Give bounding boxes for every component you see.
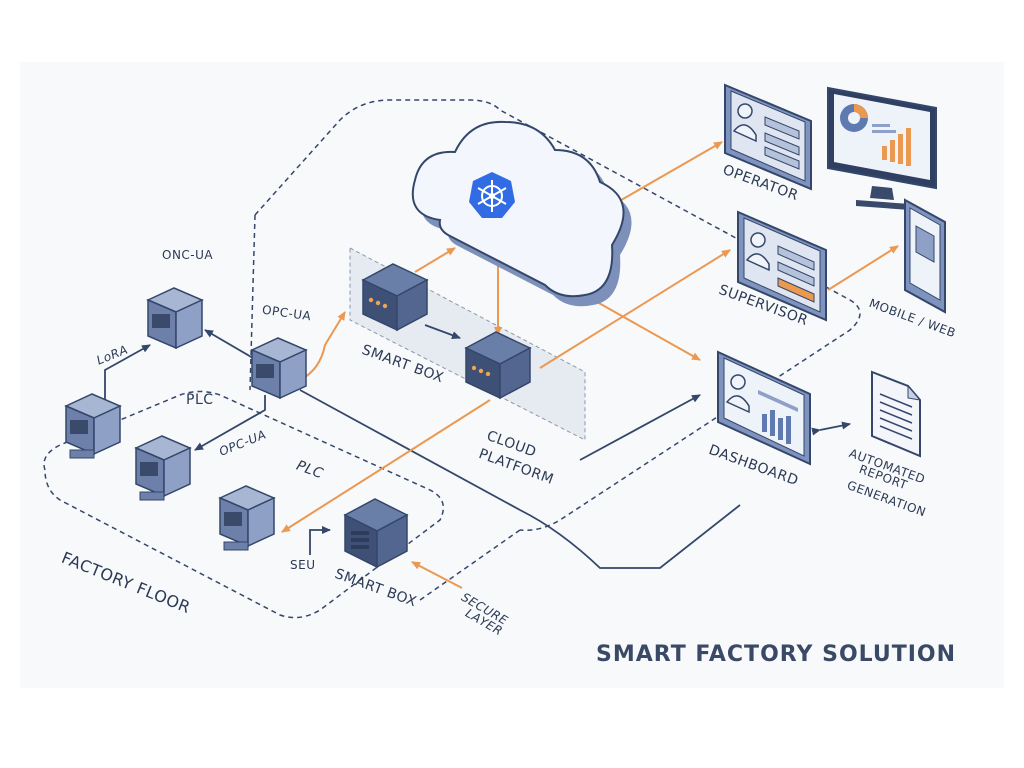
opc-ua-gateway-device[interactable] bbox=[250, 337, 308, 400]
text-line bbox=[872, 130, 896, 133]
mobile-device[interactable] bbox=[904, 198, 946, 314]
label-seu: SEU bbox=[290, 558, 316, 572]
bar-chart-icon bbox=[882, 146, 887, 160]
supervisor-console[interactable] bbox=[737, 210, 827, 322]
bar-chart-icon bbox=[898, 134, 903, 164]
orange-cloud-dashboard bbox=[589, 297, 701, 361]
panel-form-field bbox=[764, 116, 800, 140]
device-screen bbox=[152, 314, 170, 328]
line-to-dashboard bbox=[579, 394, 701, 461]
person-icon bbox=[750, 232, 766, 248]
status-led bbox=[368, 297, 374, 303]
monitor-base bbox=[856, 200, 910, 210]
network-boundary-bottom-dashed bbox=[419, 529, 521, 601]
person-icon-body bbox=[745, 253, 770, 272]
device-base bbox=[223, 541, 249, 551]
factory-floor-zone bbox=[43, 390, 445, 619]
status-led bbox=[471, 365, 477, 371]
bar-chart-icon bbox=[770, 410, 775, 436]
smart-box-right-face bbox=[396, 278, 428, 332]
line-to-plc bbox=[194, 395, 266, 451]
person-icon bbox=[737, 103, 753, 119]
panel-alert-field bbox=[777, 277, 815, 303]
pie-hole bbox=[848, 112, 860, 124]
device-right-face bbox=[247, 496, 275, 548]
orange-box-to-plc bbox=[281, 399, 491, 533]
panel-form-field bbox=[777, 245, 815, 271]
cloud-shape bbox=[411, 120, 625, 298]
smart-box-right-face bbox=[499, 346, 531, 400]
device-right-face bbox=[175, 298, 203, 350]
device-base bbox=[139, 491, 165, 501]
network-boundary-dashed bbox=[254, 99, 861, 532]
text-line bbox=[758, 390, 798, 412]
panel-form-field bbox=[777, 261, 815, 287]
document-line bbox=[879, 401, 913, 416]
vent-slot bbox=[351, 531, 369, 535]
plc-device-1[interactable] bbox=[134, 435, 192, 501]
document-line bbox=[879, 409, 913, 424]
analytics-monitor[interactable] bbox=[827, 86, 937, 210]
document-line bbox=[879, 393, 913, 408]
bar-chart-icon bbox=[778, 418, 783, 440]
bar-chart-icon bbox=[762, 414, 767, 432]
vent-slot bbox=[351, 538, 369, 542]
label-onc-ua: ONC-UA bbox=[162, 248, 214, 262]
bar-chart-icon bbox=[906, 128, 911, 166]
orange-secure-layer bbox=[411, 561, 463, 589]
device-right-face bbox=[279, 348, 307, 400]
report-document-icon[interactable] bbox=[871, 370, 922, 458]
person-icon-body bbox=[732, 124, 757, 143]
status-led bbox=[485, 371, 491, 377]
smart-box-right-face bbox=[376, 513, 408, 569]
line-lora bbox=[104, 344, 151, 400]
person-icon-body bbox=[725, 395, 750, 414]
cloud-platform[interactable] bbox=[411, 120, 632, 307]
page-title: SMART FACTORY SOLUTION bbox=[596, 642, 957, 667]
document-line bbox=[879, 425, 913, 440]
person-icon bbox=[730, 374, 746, 390]
device-base bbox=[69, 449, 95, 459]
device-screen bbox=[224, 512, 242, 526]
label-plc-1: PLC bbox=[186, 392, 214, 408]
smart-box-device-top[interactable] bbox=[361, 263, 429, 332]
status-led bbox=[382, 303, 388, 309]
status-led bbox=[375, 300, 381, 306]
phone-content-block bbox=[915, 225, 935, 263]
smart-box-device-bottom[interactable] bbox=[343, 498, 409, 569]
dashboard-console[interactable] bbox=[717, 350, 811, 466]
network-boundary-left-dashed bbox=[249, 214, 256, 391]
device-right-face bbox=[93, 404, 121, 456]
vent-slot bbox=[351, 545, 369, 549]
document-fold bbox=[907, 384, 922, 401]
status-led bbox=[478, 368, 484, 374]
onc-ua-device[interactable] bbox=[146, 287, 204, 350]
line-dashboard-report bbox=[811, 421, 851, 436]
text-line bbox=[872, 124, 890, 127]
document-line bbox=[879, 417, 913, 432]
panel-form-field bbox=[764, 132, 800, 156]
device-right-face bbox=[163, 446, 191, 498]
bar-chart-icon bbox=[890, 140, 895, 162]
line-bottom-route bbox=[299, 389, 741, 569]
monitor-stand bbox=[870, 186, 894, 200]
device-screen bbox=[140, 462, 158, 476]
panel-form-field bbox=[764, 146, 800, 170]
kubernetes-icon bbox=[469, 172, 515, 218]
line-box-to-box bbox=[424, 324, 461, 339]
bar-chart-icon bbox=[786, 416, 791, 444]
operator-console[interactable] bbox=[724, 83, 812, 191]
plc-device-2[interactable] bbox=[218, 485, 276, 551]
smart-box-device-middle[interactable] bbox=[464, 331, 532, 400]
orange-box-to-cloud bbox=[414, 247, 456, 273]
line-seu bbox=[309, 526, 331, 555]
lora-device[interactable] bbox=[64, 393, 122, 459]
device-screen bbox=[70, 420, 88, 434]
device-screen bbox=[256, 364, 274, 378]
orange-supervisor-mobile bbox=[827, 245, 899, 291]
orange-box-supervisor bbox=[539, 249, 731, 369]
